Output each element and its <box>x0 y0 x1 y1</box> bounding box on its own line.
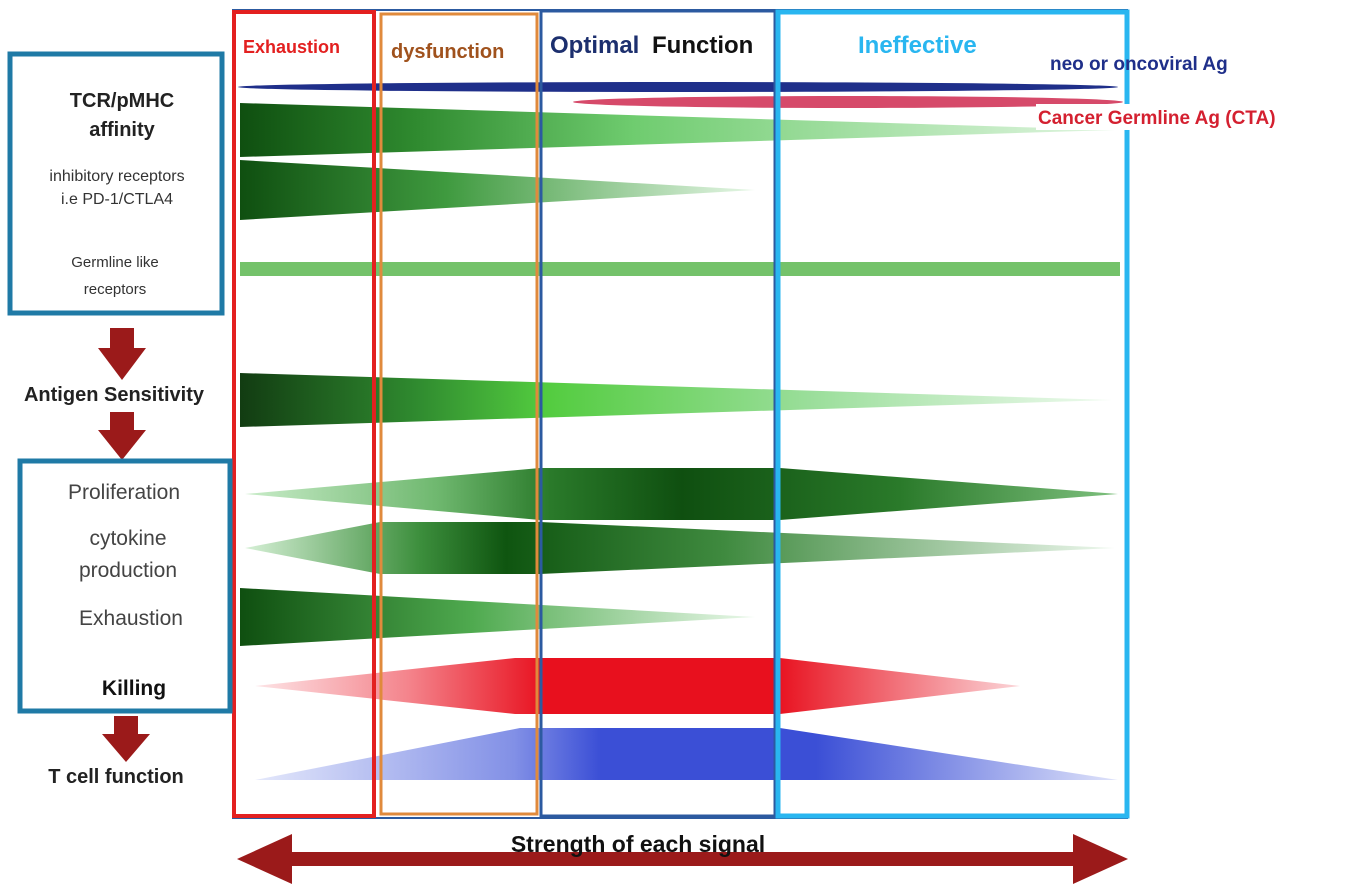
inhibitory-receptors-line2: i.e PD-1/CTLA4 <box>61 191 173 208</box>
killing-label: Killing <box>102 677 166 700</box>
down-arrow-3 <box>102 716 150 762</box>
exhaustion-label: Exhaustion <box>79 607 183 630</box>
column-dysfunction-label: dysfunction <box>391 41 504 63</box>
column-function-word: Function <box>652 32 753 59</box>
tcr-title-line1: TCR/pMHC <box>70 90 174 112</box>
cytokine-label-line1: cytokine <box>89 527 166 550</box>
down-arrow-2 <box>98 412 146 460</box>
neo-oncoviral-ag-label: neo or oncoviral Ag <box>1050 54 1228 75</box>
neo-oncoviral-ag-bar <box>238 82 1118 92</box>
signal-strength-arrow <box>237 834 1128 884</box>
signal-strength-label: Strength of each signal <box>511 831 765 857</box>
germline-receptors-line2: receptors <box>84 281 147 298</box>
proliferation-label: Proliferation <box>68 481 180 504</box>
cytokine-production-shape <box>245 522 1115 574</box>
cta-label-backing <box>1036 104 1342 130</box>
antigen-sensitivity-wedge <box>240 373 1112 427</box>
germline-receptors-bar <box>240 262 1120 276</box>
proliferation-shape <box>245 468 1118 520</box>
killing-shape <box>255 658 1020 714</box>
cancer-germline-ag-bar <box>573 96 1123 108</box>
exhaustion-wedge <box>240 588 755 646</box>
column-optimal-word: Optimal <box>550 32 639 59</box>
column-optimal-box <box>539 9 777 818</box>
column-optimal-label: Optimal Function <box>550 32 753 59</box>
tcr-affinity-wedge <box>240 103 1115 157</box>
down-arrow-1 <box>98 328 146 380</box>
column-ineffective-label: Ineffective <box>858 32 977 59</box>
cytokine-label-line2: production <box>79 559 177 582</box>
tcr-box <box>7 51 225 316</box>
column-exhaustion-box <box>232 10 376 818</box>
t-cell-function-shape <box>255 728 1118 780</box>
t-cell-function-label: T cell function <box>48 766 184 788</box>
inhibitory-receptors-wedge <box>240 160 755 220</box>
column-dysfunction-box <box>379 12 539 816</box>
function-box <box>17 458 233 714</box>
tcr-title-line2: affinity <box>89 119 155 141</box>
cancer-germline-ag-label: Cancer Germline Ag (CTA) <box>1038 108 1276 129</box>
germline-receptors-line1: Germline like <box>71 254 159 271</box>
column-exhaustion-label: Exhaustion <box>243 37 340 57</box>
antigen-sensitivity-label: Antigen Sensitivity <box>24 384 205 406</box>
inhibitory-receptors-line1: inhibitory receptors <box>49 168 184 185</box>
column-ineffective-box <box>775 9 1130 819</box>
